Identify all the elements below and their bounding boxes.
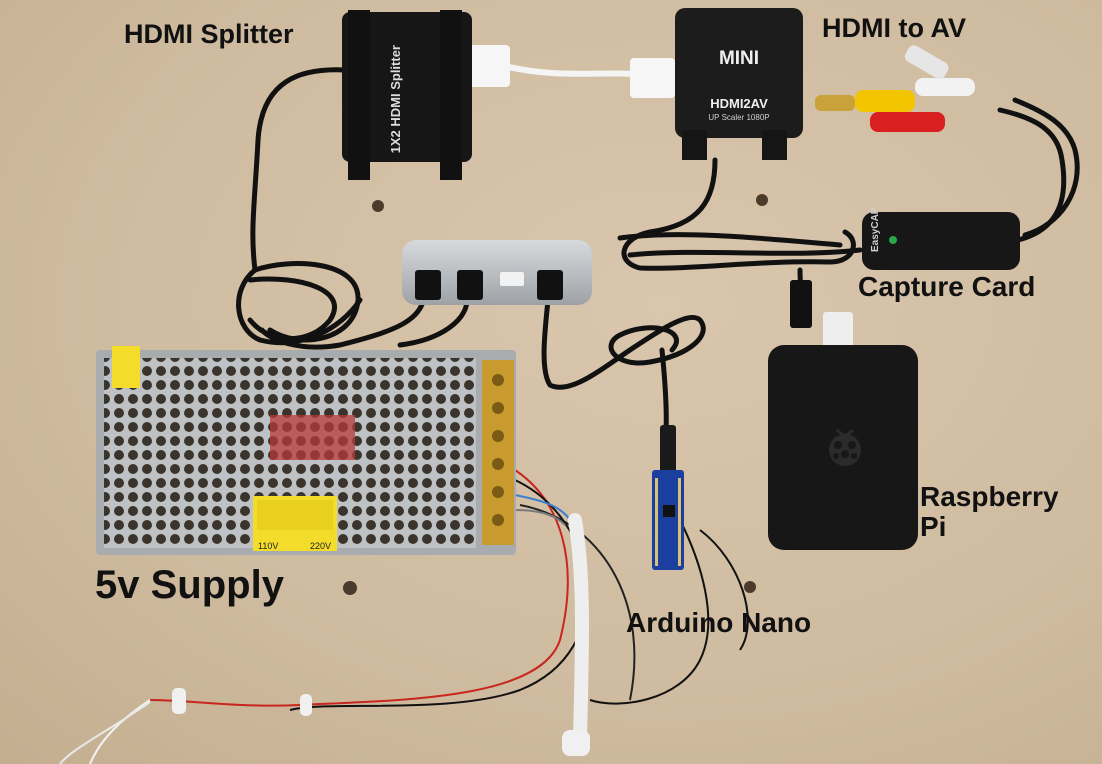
hdmi-splitter-device: 1X2 HDMI Splitter <box>342 10 472 180</box>
usb-hub <box>402 240 592 305</box>
label-hdmi-to-av: HDMI to AV <box>822 13 966 43</box>
white-tube <box>568 513 590 747</box>
capture-card-device: EasyCAP <box>862 207 1020 270</box>
psu-voltage-left: 110V <box>258 541 278 551</box>
label-raspberry-pi-line1: Raspberry <box>920 481 1059 512</box>
cable-ties <box>172 688 590 756</box>
label-raspberry-pi-line2: Pi <box>920 511 947 543</box>
hdmi-to-av-device: MINI HDMI2AV UP Scaler 1080P <box>675 8 803 160</box>
arduino-nano-device <box>652 425 684 570</box>
black-cables <box>236 67 1080 433</box>
capture-print: EasyCAP <box>870 207 881 252</box>
raspberry-logo-icon <box>829 428 861 466</box>
label-capture-card: Capture Card <box>858 271 1036 302</box>
label-raspberry-pi: Raspberry Pi <box>920 481 1059 543</box>
raspberry-pi-device <box>768 280 918 550</box>
converter-model: HDMI2AV <box>710 96 768 111</box>
thin-wires <box>59 469 749 764</box>
splitter-print: 1X2 HDMI Splitter <box>388 45 403 153</box>
label-arduino-nano: Arduino Nano <box>626 607 812 638</box>
board-holes <box>343 194 768 595</box>
label-5v-supply: 5v Supply <box>95 563 284 607</box>
power-supply-device: 110V 220V <box>96 346 516 555</box>
converter-brand: MINI <box>719 48 759 69</box>
converter-sub: UP Scaler 1080P <box>708 113 769 122</box>
label-hdmi-splitter: HDMI Splitter <box>124 19 294 49</box>
hdmi-cable <box>470 45 675 98</box>
psu-voltage-right: 220V <box>310 541 331 551</box>
rca-plugs <box>815 45 975 132</box>
